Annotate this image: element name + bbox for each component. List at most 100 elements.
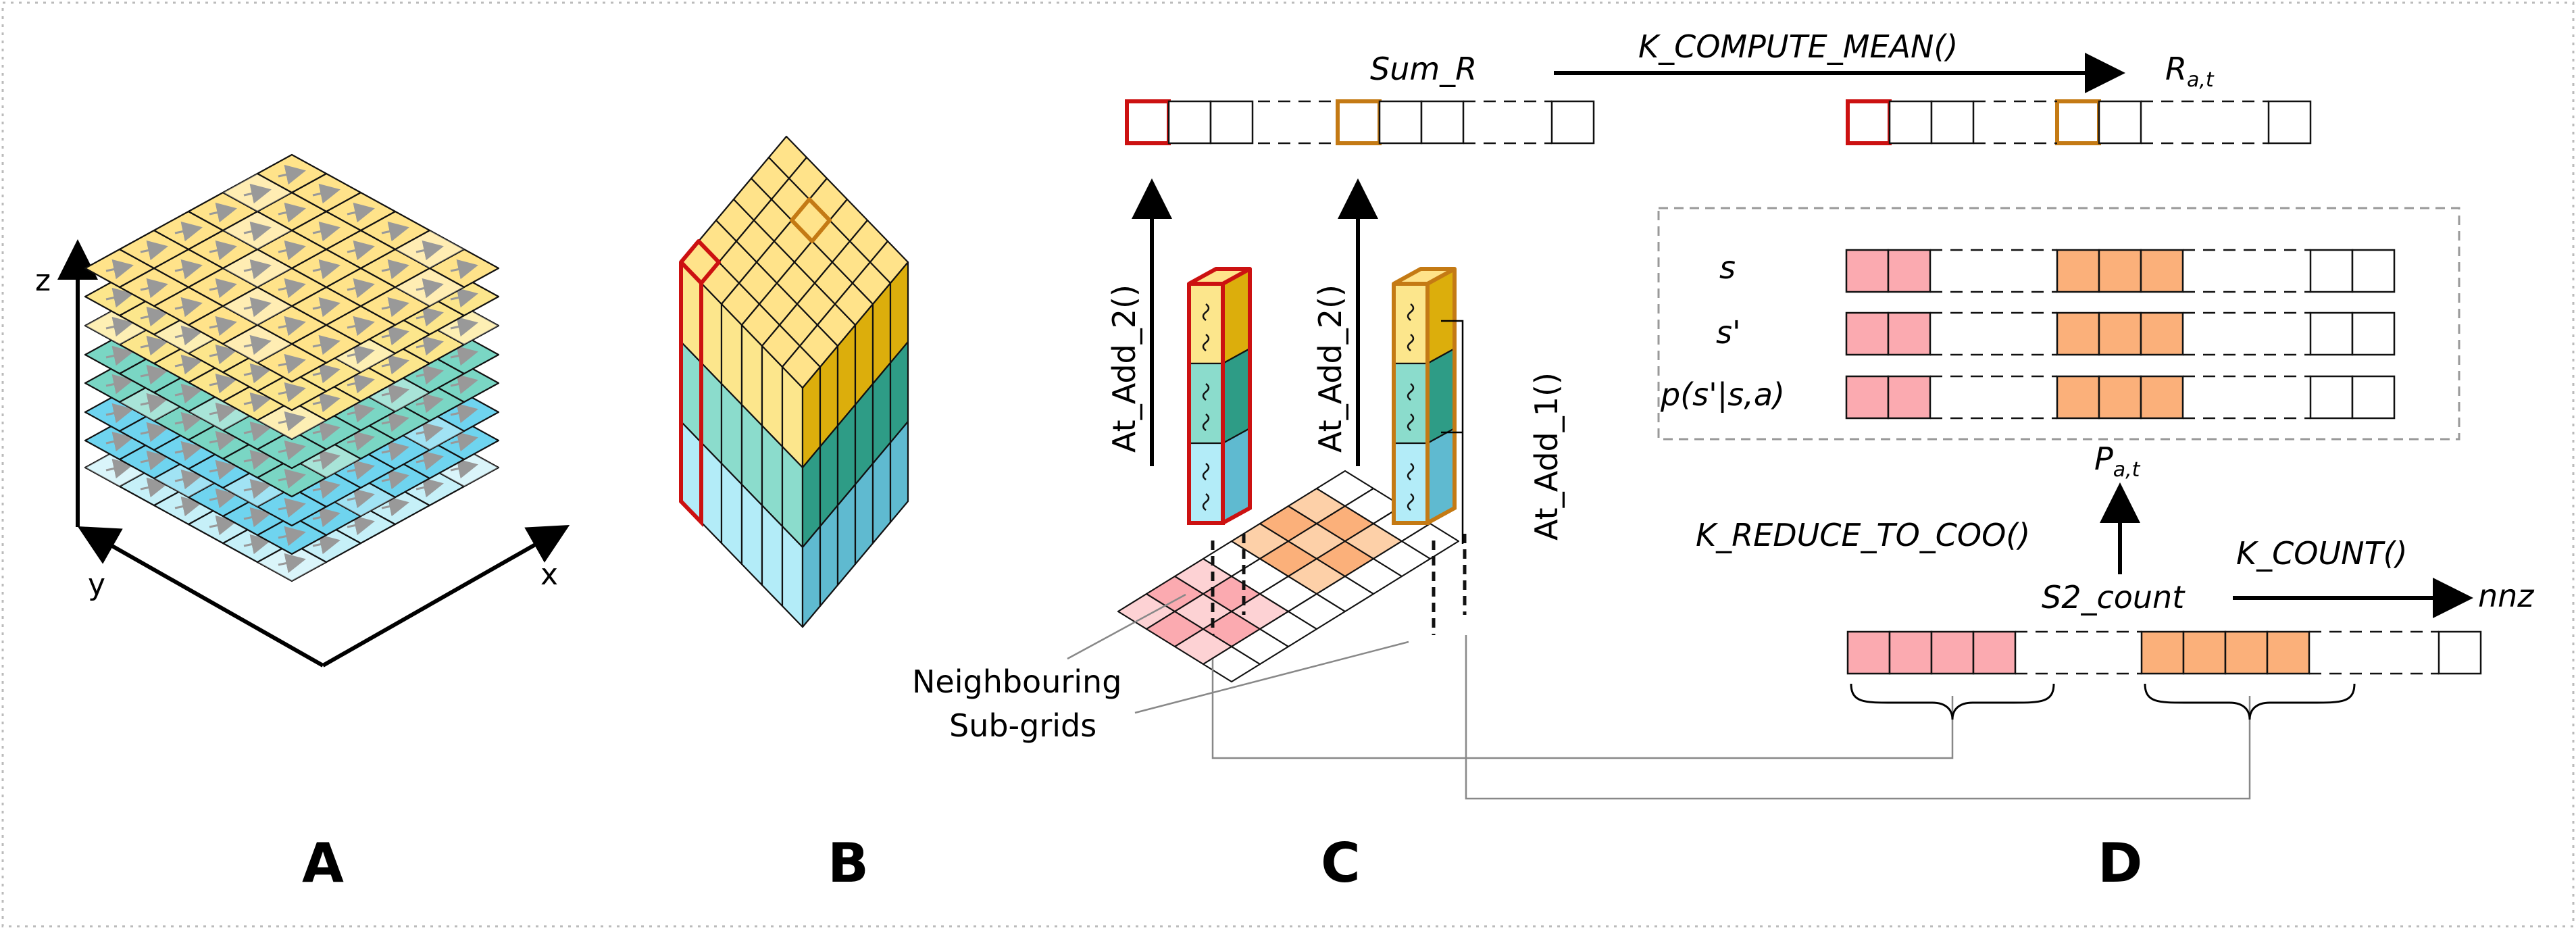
empty-cell bbox=[2351, 249, 2396, 293]
flow-arrow bbox=[278, 202, 306, 223]
flow-arrow bbox=[105, 458, 134, 479]
flow-arrow bbox=[209, 373, 237, 394]
orange-cell bbox=[2056, 249, 2100, 293]
flow-arrow bbox=[174, 221, 203, 242]
panel-label-a: A bbox=[302, 832, 344, 895]
flow-arrow bbox=[209, 488, 237, 509]
p-label: Pa,t bbox=[2094, 441, 2141, 482]
flow-arrow bbox=[278, 497, 306, 518]
at-add-1-bracket bbox=[1441, 320, 1464, 544]
empty-cell bbox=[2438, 630, 2482, 675]
pink-cell bbox=[1972, 630, 2017, 675]
squiggle-icon bbox=[1202, 334, 1210, 351]
flow-arrow bbox=[381, 411, 409, 432]
s2-count-label: S2_count bbox=[2042, 579, 2186, 616]
flow-arrow bbox=[174, 496, 203, 517]
orange-cell bbox=[2056, 311, 2100, 356]
flow-arrow bbox=[347, 373, 375, 394]
array-cell bbox=[1420, 100, 1465, 145]
axes-a: z y x bbox=[35, 239, 570, 668]
array-cell bbox=[1378, 100, 1423, 145]
flow-arrow bbox=[381, 496, 409, 517]
array-cell bbox=[1846, 99, 1892, 145]
flow-arrow bbox=[312, 392, 340, 413]
orange-cell bbox=[2182, 630, 2227, 675]
row-s-label: s bbox=[1719, 249, 1736, 286]
column-outline bbox=[1187, 284, 1225, 525]
flow-arrow bbox=[312, 507, 340, 528]
flow-arrow bbox=[278, 411, 306, 432]
r-label: Ra,t bbox=[2165, 51, 2215, 92]
column-side-cell bbox=[1426, 347, 1456, 445]
transition-box bbox=[1657, 207, 2460, 441]
column-cell bbox=[1188, 282, 1224, 365]
flow-arrow bbox=[209, 515, 237, 536]
flow-arrow bbox=[174, 325, 203, 346]
flow-arrow bbox=[415, 335, 444, 356]
cube-right-cell bbox=[889, 420, 909, 524]
column-cell bbox=[1188, 442, 1224, 524]
axis-z-label: z bbox=[35, 263, 51, 298]
pink-cell bbox=[1846, 630, 1891, 675]
flow-arrow bbox=[174, 411, 203, 432]
flow-arrow bbox=[174, 441, 203, 461]
flow-arrow bbox=[347, 515, 375, 536]
flow-arrow bbox=[243, 183, 272, 204]
flow-arrow bbox=[140, 422, 168, 443]
flow-arrow bbox=[105, 259, 134, 280]
flow-arrow bbox=[278, 553, 306, 574]
flow-arrow bbox=[209, 240, 237, 261]
flow-arrow bbox=[140, 450, 168, 471]
r-symbol: R bbox=[2165, 51, 2187, 87]
panel-b-cube bbox=[679, 135, 909, 628]
flow-arrow bbox=[209, 344, 237, 365]
flow-arrow bbox=[450, 458, 478, 479]
panel-label-d: D bbox=[2098, 832, 2142, 895]
squiggle-icon bbox=[1407, 334, 1415, 351]
flow-arrow bbox=[209, 430, 237, 451]
flow-arrow bbox=[347, 402, 375, 423]
flow-arrow bbox=[415, 306, 444, 327]
row-p-label: p(s'|s,a) bbox=[1660, 376, 1785, 413]
flow-arrow bbox=[450, 287, 478, 308]
pink-cell bbox=[1887, 249, 1931, 293]
flow-arrow bbox=[415, 278, 444, 299]
flow-arrow bbox=[243, 507, 272, 528]
pink-cell bbox=[1888, 630, 1933, 675]
transition-rows bbox=[1845, 249, 2396, 420]
flow-arrow bbox=[105, 287, 134, 308]
flow-arrow bbox=[243, 449, 272, 470]
flow-arrow bbox=[140, 393, 168, 413]
flow-arrow bbox=[450, 259, 478, 280]
squiggle-icon bbox=[1202, 463, 1210, 480]
flow-arrow bbox=[312, 259, 340, 280]
p-symbol: P bbox=[2094, 441, 2113, 477]
pink-cell bbox=[1845, 249, 1890, 293]
flow-arrow bbox=[347, 202, 375, 223]
flow-arrow bbox=[415, 364, 444, 385]
orange-cell bbox=[2140, 630, 2185, 675]
row-s-prime-label: s' bbox=[1716, 314, 1741, 351]
flow-arrow bbox=[312, 334, 340, 355]
pink-cell bbox=[1887, 311, 1931, 356]
array-cell bbox=[1167, 100, 1212, 145]
flow-arrow bbox=[209, 459, 237, 480]
array-cell bbox=[1888, 100, 1933, 145]
flow-arrow bbox=[450, 316, 478, 337]
flow-arrow bbox=[243, 363, 272, 384]
flow-arrow bbox=[347, 430, 375, 451]
flow-arrow bbox=[278, 164, 306, 185]
empty-cell bbox=[2309, 249, 2354, 293]
squiggle-icon bbox=[1202, 303, 1210, 321]
flow-arrow bbox=[209, 402, 237, 423]
flow-arrow bbox=[105, 316, 134, 337]
flow-arrow bbox=[140, 364, 168, 385]
squiggle-icon bbox=[1407, 303, 1415, 321]
flow-arrow bbox=[347, 316, 375, 336]
flow-arrow bbox=[243, 334, 272, 355]
axis-x-label: x bbox=[540, 557, 558, 592]
array-cell bbox=[1550, 100, 1595, 145]
flow-arrow bbox=[278, 526, 306, 547]
flow-arrow bbox=[243, 297, 272, 318]
